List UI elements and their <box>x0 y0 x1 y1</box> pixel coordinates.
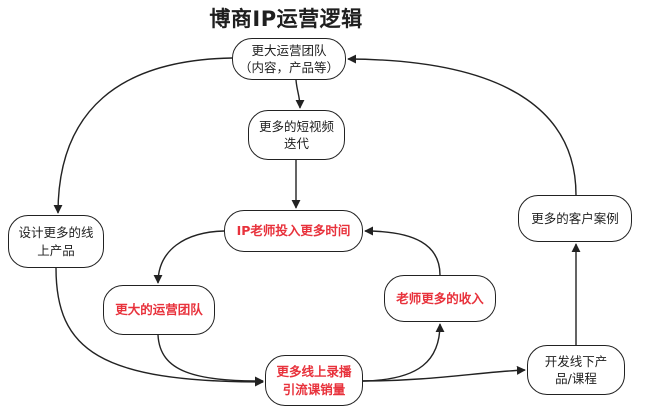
node-label-line: 更多线上录播 <box>276 364 352 379</box>
diagram-title: 博商IP运营逻辑 <box>209 7 363 31</box>
node-label-line: 迭代 <box>283 136 309 151</box>
arrow-larger-team-to-recorded-sales <box>157 334 264 386</box>
node-label-line: 老师更多的收入 <box>396 290 484 306</box>
node-teacher-income: 老师更多的收入 <box>384 275 496 322</box>
node-label-line: 品/课程 <box>555 371 597 386</box>
node-label-line: IP老师投入更多时间 <box>236 223 351 239</box>
node-label-line: 上产品 <box>37 242 75 258</box>
arrow-recorded-sales-to-offline-products <box>362 365 526 382</box>
node-label-line: 设计更多的线 <box>18 225 94 240</box>
node-label-line: 更多的客户案例 <box>531 210 619 226</box>
node-more-case-studies: 更多的客户案例 <box>518 195 632 242</box>
arrow-ops-team-to-short-videos <box>295 79 305 109</box>
node-recorded-course-sales: 更多线上录播 引流课销量 <box>265 355 363 406</box>
node-label-line: 更多的短视频 <box>258 118 334 134</box>
arrow-recorded-sales-to-teacher-income <box>362 323 445 382</box>
node-bigger-ops-team: 更大运营团队 （内容，产品等） <box>232 38 346 80</box>
arrow-ops-team-to-online-products <box>53 57 233 214</box>
node-label-line: 引流课销量 <box>282 381 346 397</box>
node-label-line: 更大的运营团队 <box>115 302 203 318</box>
node-more-online-products: 设计更多的线 上产品 <box>8 215 104 268</box>
node-label-line: （内容，产品等） <box>238 60 339 75</box>
node-more-short-videos: 更多的短视频 迭代 <box>248 110 345 160</box>
arrow-ip-teacher-time-to-larger-team <box>153 230 225 284</box>
arrow-case-studies-to-ops-team <box>347 54 577 196</box>
node-label-line: 更大运营团队 <box>251 42 327 58</box>
node-label-line: 开发线下产 <box>544 353 608 369</box>
node-offline-products: 开发线下产 品/课程 <box>527 345 625 395</box>
arrow-teacher-income-to-ip-teacher-time <box>364 226 441 276</box>
node-larger-ops-team: 更大的运营团队 <box>103 285 215 335</box>
node-ip-teacher-time: IP老师投入更多时间 <box>224 210 363 252</box>
